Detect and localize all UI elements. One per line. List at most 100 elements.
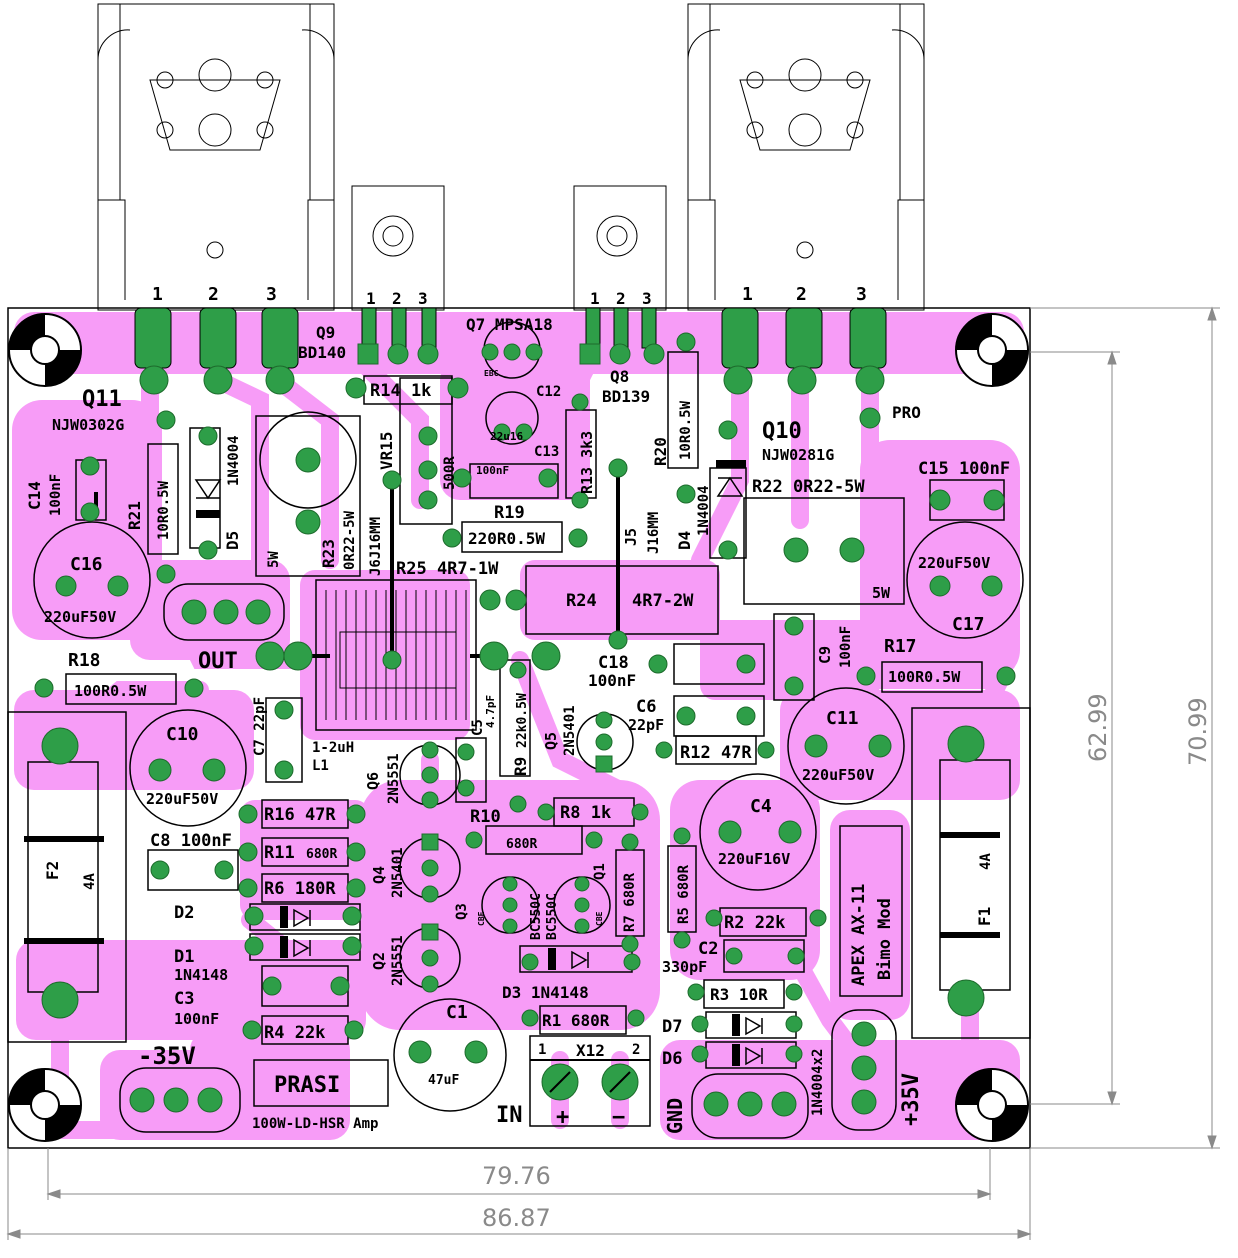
r16-label: R16 47R bbox=[264, 805, 336, 825]
c8-label: C8 100nF bbox=[150, 831, 232, 851]
q11-ref: Q11 bbox=[82, 387, 122, 412]
c13-value: 100nF bbox=[476, 464, 509, 477]
d1-value: 1N4148 bbox=[174, 966, 228, 984]
r22-label: R22 0R22-5W bbox=[752, 477, 865, 497]
c16-ref: C16 bbox=[70, 554, 103, 575]
c11-value: 220uF50V bbox=[802, 766, 874, 784]
mount-hole-bl bbox=[8, 1068, 82, 1142]
prasi-box bbox=[253, 1059, 389, 1107]
board-subtitle: 100W-LD-HSR Amp bbox=[252, 1116, 378, 1132]
r19-value: 220R0.5W bbox=[468, 529, 545, 548]
q5-part: 2N5401 bbox=[562, 705, 578, 756]
r22-body bbox=[743, 497, 905, 605]
prasi-label: PRASI bbox=[274, 1073, 340, 1098]
dimension-labels: 79.76 86.87 62.99 70.99 bbox=[482, 693, 1212, 1232]
r25-label: R25 4R7-1W bbox=[396, 559, 499, 579]
c11-outline bbox=[787, 687, 905, 805]
q9-ref: Q9 bbox=[316, 323, 335, 342]
q10-ref: Q10 bbox=[762, 419, 802, 444]
c5-ref: C5 bbox=[470, 719, 486, 736]
d3-label: D3 1N4148 bbox=[502, 983, 589, 1002]
c17-ref: C17 bbox=[952, 614, 985, 635]
x12-pin1: 1 bbox=[538, 1042, 546, 1058]
d5-value: 1N4004 bbox=[226, 435, 242, 486]
d6-ref: D6 bbox=[662, 1049, 682, 1069]
diode-symbols bbox=[194, 476, 763, 1066]
mount-hole-tl bbox=[8, 313, 82, 387]
r23-value: 0R22-5W bbox=[342, 510, 358, 570]
r21-ref: R21 bbox=[125, 501, 144, 530]
transistor-legs bbox=[134, 307, 887, 369]
r7-label: R7 680R bbox=[622, 872, 638, 932]
c14-value: 100nF bbox=[48, 474, 64, 516]
r20-ref: R20 bbox=[651, 437, 670, 466]
mod-line2: Bimo Mod bbox=[875, 898, 895, 980]
q10-part: NJW0281G bbox=[762, 446, 834, 464]
d1-ref: D1 bbox=[174, 947, 194, 967]
c4-value: 220uF16V bbox=[718, 850, 790, 868]
q3-pins: CBE bbox=[477, 911, 486, 926]
q7-label: Q7 MPSA18 bbox=[466, 315, 553, 334]
d2-ref: D2 bbox=[174, 903, 194, 923]
l1-ref: L1 bbox=[312, 758, 329, 774]
r8-label: R8 1k bbox=[560, 803, 611, 823]
vneg-label: -35V bbox=[138, 1042, 196, 1070]
f1-ref: F1 bbox=[975, 907, 994, 926]
mounting-holes bbox=[8, 313, 1029, 1142]
in-label: IN bbox=[496, 1103, 523, 1128]
r12-label: R12 47R bbox=[680, 743, 752, 763]
x12-terminal bbox=[529, 1035, 651, 1127]
q3-part: BC550C bbox=[529, 893, 544, 940]
d4-value: 1N4004 bbox=[696, 485, 712, 536]
r9-ref: R9 bbox=[511, 757, 530, 776]
j5-value: J16MM bbox=[646, 512, 662, 554]
q11-pin1: 1 bbox=[152, 284, 163, 305]
r17-value: 100R0.5W bbox=[888, 668, 961, 686]
pads bbox=[34, 332, 1016, 1117]
j5-ref: J5 bbox=[622, 528, 640, 546]
f1-value: 4A bbox=[978, 853, 994, 870]
q4-ref: Q4 bbox=[370, 866, 388, 884]
r2-label: R2 22k bbox=[724, 913, 785, 933]
r11-ref: R11 bbox=[264, 843, 295, 863]
dim-width-inner: 79.76 bbox=[482, 1162, 551, 1190]
r3-label: R3 10R bbox=[710, 985, 768, 1004]
f2-holder bbox=[7, 711, 127, 1043]
r4-label: R4 22k bbox=[264, 1023, 325, 1043]
dimension-lines bbox=[6, 306, 1220, 1240]
l1-value: 1-2uH bbox=[312, 740, 354, 756]
c16-value: 220uF50V bbox=[44, 608, 116, 626]
to3p-body-q10 bbox=[687, 3, 925, 311]
c14-ref: C14 bbox=[25, 481, 44, 510]
q11-pin3: 3 bbox=[266, 284, 277, 305]
q10-pin1: 1 bbox=[742, 284, 753, 305]
vr15-value: 500R bbox=[442, 456, 458, 490]
c9-ref: C9 bbox=[816, 646, 834, 664]
q11-pin2: 2 bbox=[208, 284, 219, 305]
r9-value: 22k0.5W bbox=[515, 693, 530, 748]
pro-label: PRO bbox=[892, 403, 921, 422]
r10-ref: R10 bbox=[470, 807, 501, 827]
vr15-body bbox=[259, 411, 357, 509]
c10-value: 220uF50V bbox=[146, 790, 218, 808]
c2-value: 330pF bbox=[662, 958, 707, 976]
f2-value: 4A bbox=[82, 873, 98, 890]
q2-ref: Q2 bbox=[370, 952, 388, 970]
c7-label: C7 22pF bbox=[252, 697, 268, 756]
c4-ref: C4 bbox=[750, 796, 772, 817]
r1-label: R1 680R bbox=[542, 1011, 610, 1030]
silk-labels: 1 2 3 1 2 3 1 2 3 1 2 3 Q11 NJW0302G Q10… bbox=[25, 284, 1010, 1134]
dim-height-outer: 70.99 bbox=[1184, 697, 1212, 766]
q10-pin3: 3 bbox=[856, 284, 867, 305]
c12-outline bbox=[485, 391, 539, 445]
c9-value: 100nF bbox=[838, 626, 854, 668]
d7-ref: D7 bbox=[662, 1017, 682, 1037]
vr15-ref: VR15 bbox=[377, 431, 396, 470]
c10-outline bbox=[129, 709, 247, 827]
q9-pin3: 3 bbox=[418, 289, 428, 308]
c4-outline bbox=[699, 773, 817, 891]
c17-value: 220uF50V bbox=[918, 554, 990, 572]
q8-pin1: 1 bbox=[590, 289, 600, 308]
r11-value: 680R bbox=[306, 847, 337, 862]
